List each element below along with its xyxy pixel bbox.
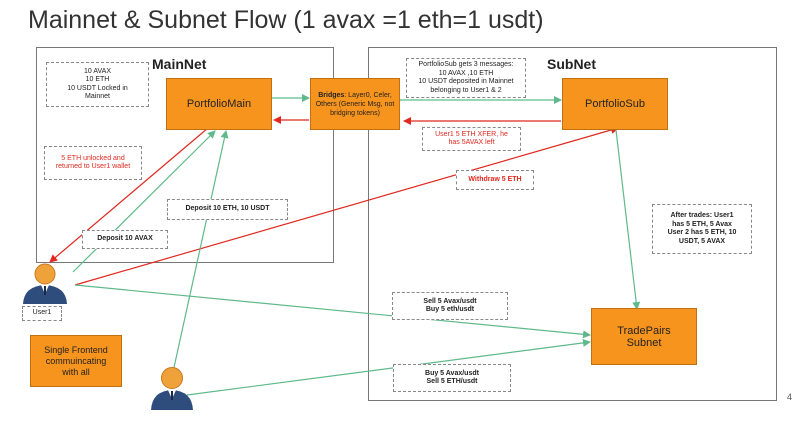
arrow-main-to-user1 — [49, 127, 209, 263]
after-trades-line: USDT, 5 AVAX — [678, 237, 726, 245]
subnet-messages-note: PortfolioSub gets 3 messages: 10 AVAX ,1… — [406, 58, 526, 98]
arrow-user1-to-trade — [74, 284, 591, 339]
xfer-note: User1 5 ETH XFER, he has 5AVAX left — [422, 127, 521, 151]
buy-sell-line: Sell 5 ETH/usdt — [426, 378, 478, 385]
after-trades-line: User 2 has 5 ETH, 10 — [667, 229, 737, 236]
trade-pairs-label-1: TradePairs — [617, 324, 671, 337]
deposit-eth-usdt-note: Deposit 10 ETH, 10 USDT — [167, 199, 288, 220]
eth-unlocked-line: 5 ETH unlocked and — [61, 154, 125, 162]
arrow-sub-to-trade — [611, 122, 641, 310]
user1-icon — [23, 263, 67, 304]
user1-label-text: User1 — [32, 309, 52, 317]
sell-buy-note: Sell 5 Avax/usdt Buy 5 eth/usdt — [392, 292, 508, 320]
mainnet-label: MainNet — [152, 56, 207, 72]
frontend-label-3: with all — [62, 366, 90, 377]
user2-icon — [151, 367, 193, 410]
locked-note: 10 AVAX 10 ETH 10 USDT Locked in Mainnet — [46, 62, 149, 107]
locked-note-line: 10 ETH — [85, 76, 110, 83]
buy-sell-note: Buy 5 Avax/usdt Sell 5 ETH/usdt — [393, 364, 511, 392]
deposit-eth-usdt-line: Deposit 10 ETH, 10 USDT — [185, 205, 270, 213]
subnet-messages-line: PortfolioSub gets 3 messages: — [418, 61, 514, 68]
eth-unlocked-note: 5 ETH unlocked and returned to User1 wal… — [44, 146, 142, 180]
arrow-user2-to-trade — [186, 338, 591, 396]
subnet-label: SubNet — [547, 56, 596, 72]
page-title: Mainnet & Subnet Flow (1 avax =1 eth=1 u… — [28, 6, 544, 34]
after-trades-line: After trades: User1 — [670, 212, 734, 219]
subnet-region — [368, 47, 777, 401]
arrow-user1-to-sub — [74, 126, 619, 286]
bridges-box: Bridges: Layer0, Celer, Others (Generic … — [310, 78, 400, 130]
arrow-user2-to-main — [172, 130, 229, 373]
portfolio-main-label: PortfolioMain — [186, 98, 252, 110]
portfolio-sub-label: PortfolioSub — [585, 98, 645, 110]
bridges-label: Bridges: Layer0, Celer, Others (Generic … — [315, 91, 395, 117]
xfer-line: has 5AVAX left — [448, 139, 495, 146]
portfolio-sub-box: PortfolioSub — [562, 78, 668, 130]
eth-unlocked-line: returned to User1 wallet — [55, 163, 131, 170]
subnet-messages-line: belonging to User1 & 2 — [430, 86, 502, 94]
after-trades-line: has 5 ETH, 5 Avax — [672, 220, 732, 228]
user1-label: User1 — [22, 306, 62, 321]
after-trades-note: After trades: User1 has 5 ETH, 5 Avax Us… — [652, 204, 752, 254]
deposit-avax-line: Deposit 10 AVAX — [97, 235, 153, 243]
locked-note-line: 10 AVAX — [84, 67, 111, 75]
portfolio-main-box: PortfolioMain — [166, 78, 272, 130]
frontend-label-2: commuincating — [45, 355, 107, 366]
locked-note-line: 10 USDT Locked in — [67, 84, 128, 92]
xfer-line: User1 5 ETH XFER, he — [435, 130, 508, 138]
deposit-avax-note: Deposit 10 AVAX — [82, 230, 168, 249]
trade-pairs-box: TradePairs Subnet — [591, 308, 697, 365]
locked-note-line: Mainnet — [85, 93, 110, 100]
buy-sell-line: Buy 5 Avax/usdt — [425, 369, 479, 377]
sell-buy-line: Sell 5 Avax/usdt — [423, 297, 477, 305]
subnet-messages-line: 10 USDT deposited in Mainnet — [418, 78, 514, 85]
frontend-box: Single Frontend commuincating with all — [30, 335, 122, 387]
page-number: 4 — [787, 392, 793, 402]
withdraw-line: Withdraw 5 ETH — [468, 175, 522, 183]
subnet-messages-line: 10 AVAX ,10 ETH — [438, 69, 494, 77]
withdraw-note: Withdraw 5 ETH — [456, 170, 534, 190]
sell-buy-line: Buy 5 eth/usdt — [425, 306, 475, 313]
trade-pairs-label-2: Subnet — [626, 336, 662, 349]
frontend-label-1: Single Frontend — [44, 344, 108, 355]
mainnet-region — [36, 47, 334, 263]
